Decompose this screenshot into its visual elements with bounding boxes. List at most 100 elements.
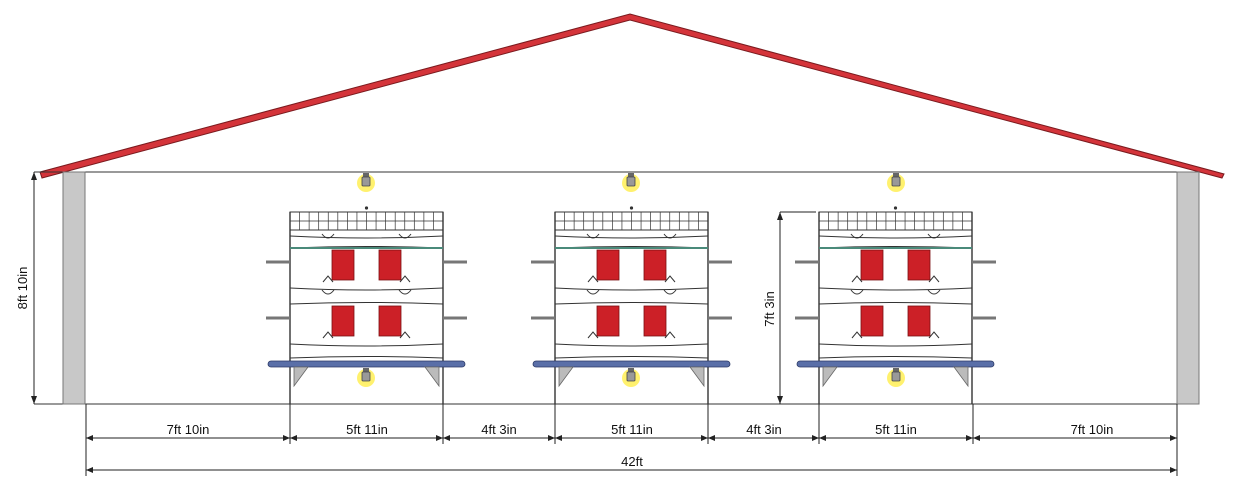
feeder-icon <box>643 249 667 281</box>
nipple-drinker-icon <box>398 233 412 239</box>
belt-support <box>689 366 705 388</box>
ceiling-light-icon <box>357 173 375 192</box>
lighting <box>357 173 905 387</box>
nipple-drinker-icon <box>850 289 864 295</box>
cage-tier-wire <box>554 235 709 239</box>
roof <box>39 13 1225 179</box>
nipple-drinker-icon <box>663 233 677 239</box>
dimension-arrowhead <box>548 435 555 441</box>
dimension-arrowhead <box>283 435 290 441</box>
light-bulb <box>361 371 371 382</box>
light-bulb <box>626 371 636 382</box>
cage-2 <box>531 206 732 404</box>
nipple-drinker-icon <box>398 289 412 295</box>
dimension-arrowhead <box>973 435 980 441</box>
dimension-arrowhead <box>701 435 708 441</box>
nipple-drinker-icon <box>851 331 863 339</box>
feeder-icon <box>331 305 355 337</box>
cage-tier-wire <box>818 343 973 347</box>
feeder-icon <box>860 305 884 337</box>
belt-support <box>558 366 574 388</box>
dimension-arrowhead <box>555 435 562 441</box>
belt-support <box>293 366 309 388</box>
cage-tier-wire <box>289 356 444 359</box>
ceiling-light-icon <box>887 173 905 192</box>
dimension-arrowhead <box>290 435 297 441</box>
left-wall <box>62 171 86 405</box>
cage-tier-wire <box>554 356 709 359</box>
feeder-icon <box>860 249 884 281</box>
nipple-drinker-icon <box>586 289 600 295</box>
feeder-icon <box>596 249 620 281</box>
right-wall <box>1176 171 1200 405</box>
cage-top-pin <box>364 206 369 210</box>
cage-tier-wire <box>289 287 444 291</box>
feeder-icon <box>378 305 402 337</box>
manure-belt <box>532 360 731 368</box>
dimension-arrowhead <box>443 435 450 441</box>
cage-tier-wire <box>818 287 973 291</box>
dimension-arrowhead <box>1170 435 1177 441</box>
aisle-light-icon <box>887 368 905 387</box>
cage-rows <box>266 206 996 404</box>
aisle-light-icon <box>622 368 640 387</box>
cage-tier-wire <box>289 343 444 347</box>
cage-tier-wire <box>818 356 973 359</box>
cage-height-dimension: 7ft 3in <box>762 211 816 404</box>
dimension-arrowhead <box>966 435 973 441</box>
feeder-icon <box>907 305 931 337</box>
cage-tier-wire <box>818 235 973 239</box>
feeder-icon <box>643 305 667 337</box>
cage-1 <box>266 206 467 404</box>
dim-total-width: 42ft <box>621 454 643 469</box>
cage-height-label: 7ft 3in <box>762 291 777 326</box>
dimension-arrowheads <box>86 435 1177 473</box>
dim-aisle-inner-1: 4ft 3in <box>481 422 516 437</box>
nipple-drinker-icon <box>851 275 863 283</box>
cage-tier-wire <box>818 302 973 305</box>
wall-height-dimension: 8ft 10in <box>15 172 37 404</box>
feeder-icon <box>596 305 620 337</box>
cage-tier-wire <box>289 302 444 305</box>
manure-belt <box>267 360 466 368</box>
cage-tier-wire <box>289 235 444 239</box>
dimension-arrowhead <box>86 435 93 441</box>
dimension-arrowhead <box>436 435 443 441</box>
ceiling-light-icon <box>622 173 640 192</box>
nipple-drinker-icon <box>399 275 411 283</box>
wall-height-label: 8ft 10in <box>15 267 30 310</box>
nipple-drinker-icon <box>322 331 334 339</box>
feeder-icon <box>907 249 931 281</box>
nipple-drinker-icon <box>928 275 940 283</box>
belt-support <box>424 366 440 388</box>
dim-aisle-outer-left: 7ft 10in <box>167 422 210 437</box>
light-fixture <box>363 368 369 372</box>
cage-top-pin <box>629 206 634 210</box>
nipple-drinker-icon <box>664 275 676 283</box>
nipple-drinker-icon <box>663 289 677 295</box>
light-fixture <box>628 173 634 177</box>
nipple-drinker-icon <box>587 331 599 339</box>
light-fixture <box>363 173 369 177</box>
cage-tier-wire <box>554 287 709 291</box>
nipple-drinker-icon <box>927 233 941 239</box>
nipple-drinker-icon <box>850 233 864 239</box>
dim-aisle-outer-right: 7ft 10in <box>1071 422 1114 437</box>
light-bulb <box>361 176 371 187</box>
cage-tier-wire <box>554 302 709 305</box>
dimension-arrowhead <box>819 435 826 441</box>
nipple-drinker-icon <box>927 289 941 295</box>
nipple-drinker-icon <box>928 331 940 339</box>
cage-3 <box>795 206 996 404</box>
dimension-arrowhead <box>708 435 715 441</box>
light-fixture <box>628 368 634 372</box>
light-fixture <box>893 173 899 177</box>
manure-belt <box>796 360 995 368</box>
dimension-arrowhead <box>812 435 819 441</box>
cage-top-pin <box>893 206 898 210</box>
dimension-arrowhead <box>1170 467 1177 473</box>
nipple-drinker-icon <box>399 331 411 339</box>
aisle-light-icon <box>357 368 375 387</box>
